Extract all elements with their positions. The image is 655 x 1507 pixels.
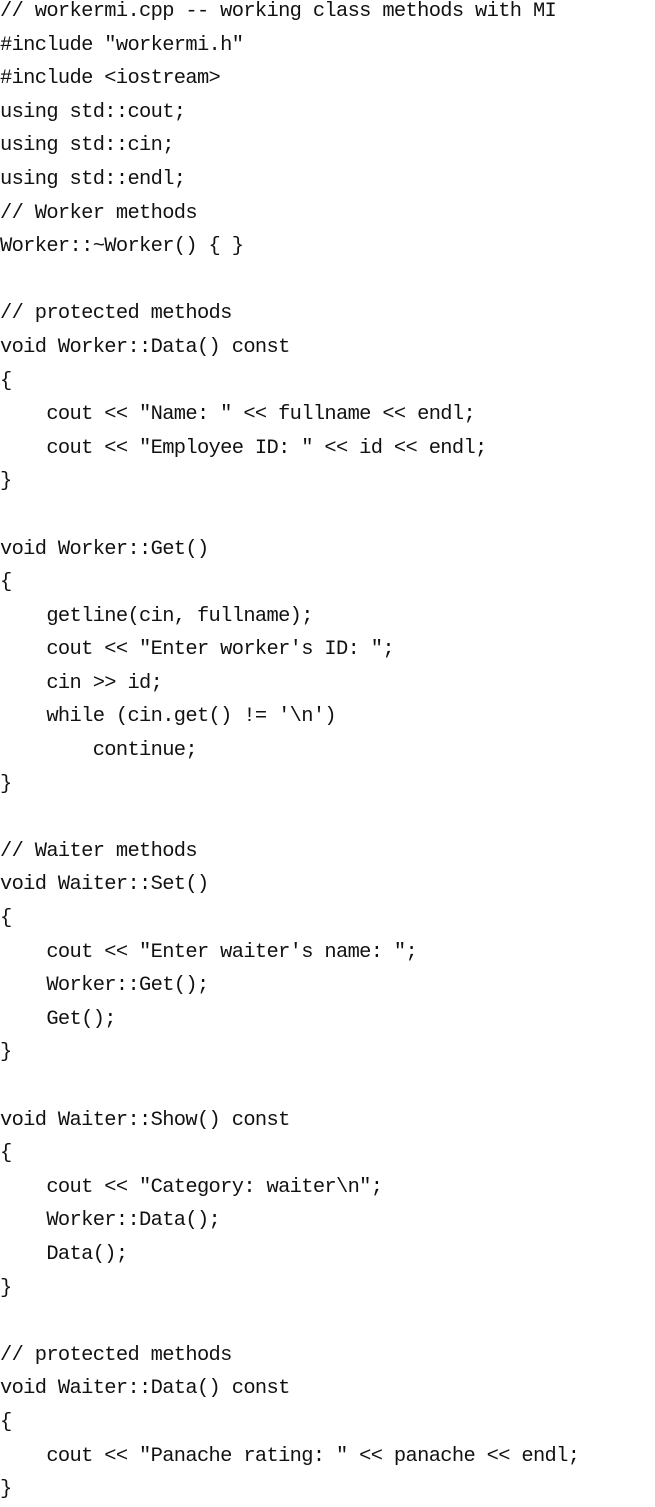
code-line: }: [0, 1478, 12, 1502]
code-line: // protected methods: [0, 1343, 232, 1367]
code-line: #include "workermi.h": [0, 33, 244, 57]
code-line: void Worker::Data() const: [0, 335, 290, 359]
code-line: [0, 264, 655, 298]
code-line: }: [0, 772, 12, 796]
code-line: {: [0, 571, 12, 595]
code-line: }: [0, 1041, 12, 1065]
code-line: // workermi.cpp -- working class methods…: [0, 0, 557, 23]
code-line: cout << "Enter worker's ID: ";: [0, 638, 394, 662]
code-line: }: [0, 470, 12, 494]
code-line: using std::cout;: [0, 100, 186, 124]
code-line: Worker::Get();: [0, 974, 209, 998]
code-line: {: [0, 1142, 12, 1166]
code-line: continue;: [0, 739, 198, 763]
code-line: cin >> id;: [0, 671, 163, 695]
code-line: // Worker methods: [0, 201, 198, 225]
code-line: using std::endl;: [0, 167, 186, 191]
code-line: [0, 1305, 655, 1339]
code-line: {: [0, 1410, 12, 1434]
code-line: }: [0, 1276, 12, 1300]
code-line: cout << "Category: waiter\n";: [0, 1175, 383, 1199]
code-line: // protected methods: [0, 302, 232, 326]
code-line: void Worker::Get(): [0, 537, 209, 561]
code-line: void Waiter::Set(): [0, 873, 209, 897]
code-line: [0, 499, 655, 533]
code-line: Get();: [0, 1007, 116, 1031]
code-line: cout << "Employee ID: " << id << endl;: [0, 436, 487, 460]
code-line: cout << "Name: " << fullname << endl;: [0, 403, 476, 427]
code-line: void Waiter::Data() const: [0, 1377, 290, 1401]
code-line: #include <iostream>: [0, 67, 221, 91]
code-line: cout << "Panache rating: " << panache <<…: [0, 1444, 580, 1468]
code-line: Worker::Data();: [0, 1209, 221, 1233]
code-line: [0, 1070, 655, 1104]
code-line: while (cin.get() != '\n'): [0, 705, 337, 729]
code-line: cout << "Enter waiter's name: ";: [0, 940, 418, 964]
code-line: Worker::~Worker() { }: [0, 235, 244, 259]
code-line: [0, 801, 655, 835]
code-line: using std::cin;: [0, 134, 174, 158]
code-line: void Waiter::Show() const: [0, 1108, 290, 1132]
code-line: Data();: [0, 1242, 128, 1266]
code-line: {: [0, 369, 12, 393]
code-line: {: [0, 907, 12, 931]
code-line: // Waiter methods: [0, 839, 198, 863]
code-line: getline(cin, fullname);: [0, 604, 313, 628]
